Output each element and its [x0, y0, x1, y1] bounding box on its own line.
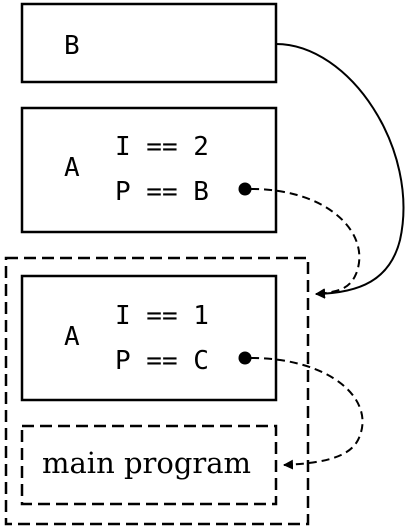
- dashed-container: [4, 256, 310, 526]
- main-program-box: [20, 424, 278, 506]
- pointer-dot-p-b: [238, 182, 252, 196]
- main-program-label: main program: [42, 446, 252, 480]
- frame-a-inner-var-i: I == 1: [115, 301, 209, 331]
- frame-a-inner-var-p: P == C: [115, 346, 209, 376]
- dashed-pointer-arrow-b: [250, 188, 361, 299]
- frame-b-label: B: [64, 31, 80, 61]
- frame-a-inner-box: [20, 274, 278, 402]
- frame-a-inner-label: A: [64, 322, 80, 352]
- dashed-pointer-arrow-c: [250, 357, 364, 470]
- frame-b-box: [20, 2, 278, 84]
- frame-a-outer-box: [20, 106, 278, 234]
- frame-a-outer-label: A: [64, 153, 80, 183]
- solid-link-arrow: [275, 43, 405, 299]
- pointer-dot-p-c: [238, 351, 252, 365]
- frame-a-outer-var-p: P == B: [115, 177, 209, 207]
- frame-a-outer-var-i: I == 2: [115, 132, 209, 162]
